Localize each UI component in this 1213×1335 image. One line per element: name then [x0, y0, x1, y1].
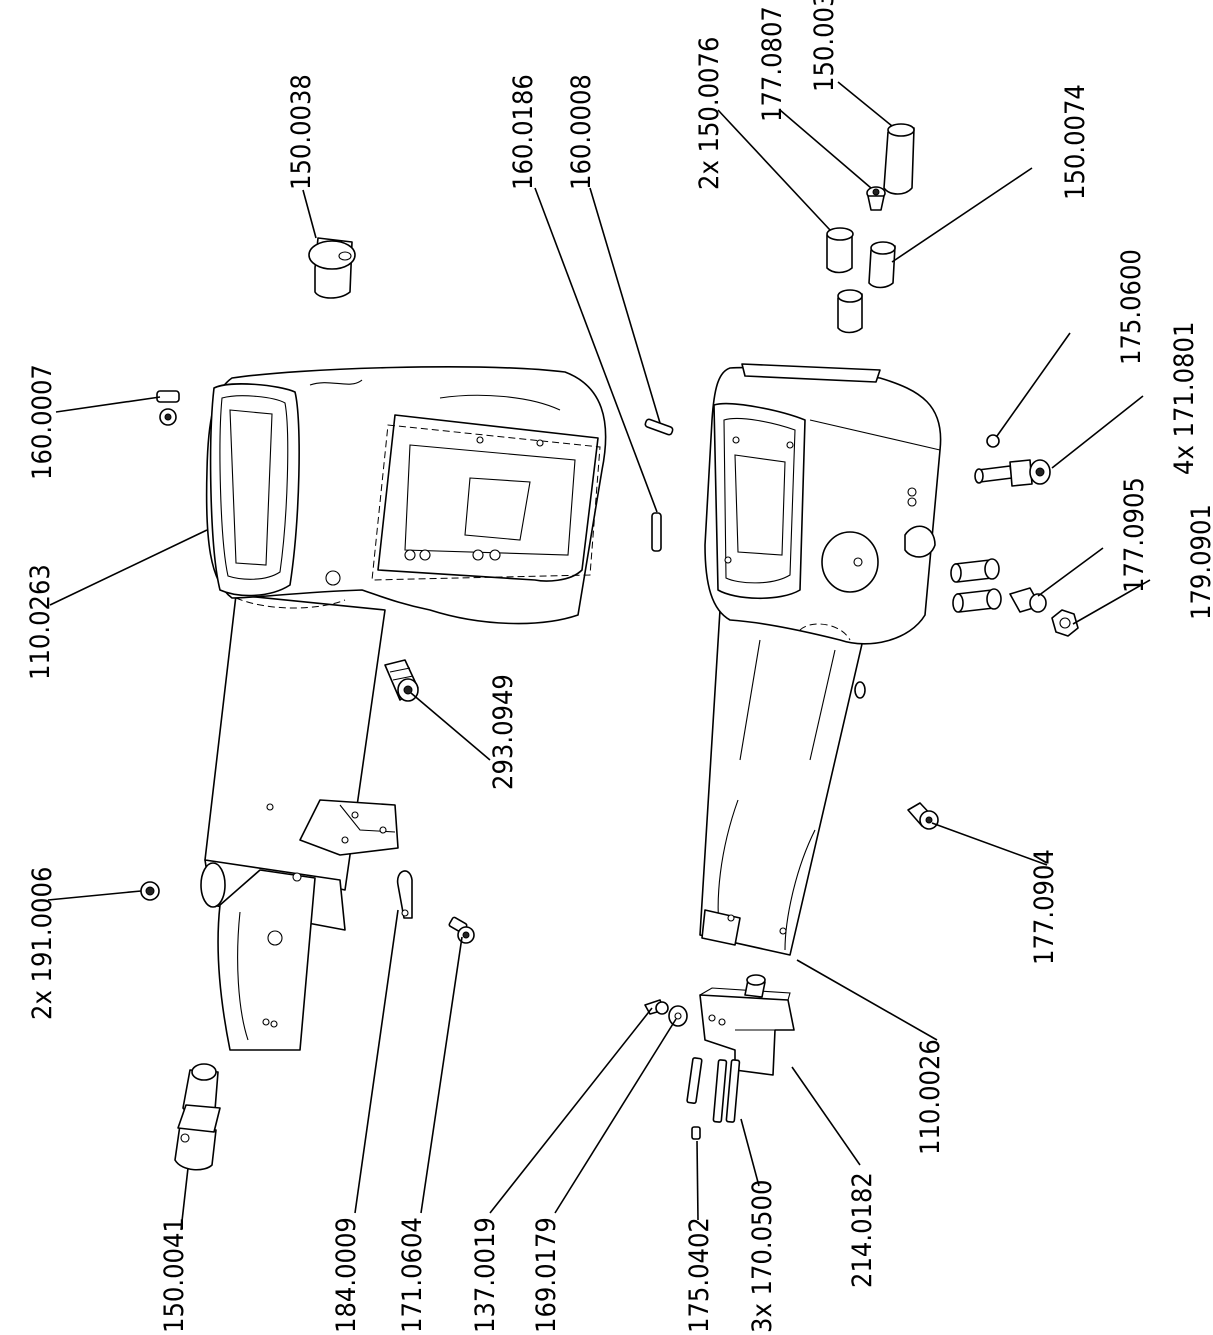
- label-191-0006: 2x 191.0006: [27, 867, 58, 1020]
- part-169-0179: [668, 1005, 688, 1027]
- label-184-0009: 184.0009: [331, 1217, 362, 1333]
- part-170-0500: [686, 1057, 741, 1123]
- label-150-0039: 150.0039: [809, 0, 840, 92]
- label-110-0026: 110.0026: [915, 1039, 946, 1155]
- label-171-0604: 171.0604: [397, 1217, 428, 1333]
- part-293-0949: [384, 659, 419, 702]
- part-150-0076: [826, 227, 863, 334]
- label-175-0402: 175.0402: [684, 1217, 715, 1333]
- label-177-0905: 177.0905: [1119, 477, 1150, 593]
- label-150-0074: 150.0074: [1060, 84, 1091, 200]
- part-175-0402: [691, 1126, 701, 1140]
- part-177-0904: [907, 802, 939, 830]
- part-160-0008: [644, 418, 674, 436]
- part-150-0038: [308, 237, 356, 299]
- label-150-0038: 150.0038: [286, 74, 317, 190]
- label-160-0007: 160.0007: [27, 364, 58, 480]
- label-150-0041: 150.0041: [159, 1217, 190, 1333]
- label-179-0901: 179.0901: [1186, 504, 1213, 620]
- label-110-0263: 110.0263: [25, 564, 56, 680]
- label-169-0179: 169.0179: [531, 1217, 562, 1333]
- part-184-0009: [396, 870, 413, 919]
- part-191-0006: [140, 881, 160, 901]
- label-177-0904: 177.0904: [1029, 849, 1060, 965]
- label-170-0500: 3x 170.0500: [747, 1180, 778, 1333]
- part-160-0007: [156, 390, 180, 426]
- label-175-0600: 175.0600: [1116, 249, 1147, 365]
- label-150-0076: 2x 150.0076: [694, 37, 725, 190]
- part-214-0182: [699, 974, 795, 1076]
- part-171-0801: [974, 459, 1051, 487]
- right-housing-110-0026: [699, 363, 942, 956]
- part-177-0807: [866, 186, 886, 211]
- label-293-0949: 293.0949: [488, 674, 519, 790]
- part-160-0186: [651, 512, 662, 552]
- label-160-0186: 160.0186: [508, 74, 539, 190]
- label-160-0008: 160.0008: [566, 74, 597, 190]
- part-175-0600: [986, 434, 1000, 448]
- part-177-0905: [950, 558, 1047, 613]
- label-214-0182: 214.0182: [847, 1172, 878, 1288]
- label-171-0801: 4x 171.0801: [1169, 322, 1200, 475]
- leader-lines: [47, 81, 1151, 1231]
- part-150-0039: [883, 123, 915, 195]
- label-137-0019: 137.0019: [470, 1217, 501, 1333]
- part-150-0074: [868, 241, 896, 289]
- part-179-0901: [1051, 609, 1079, 637]
- part-labels: 150.0038 160.0007 110.0263 2x 191.0006 1…: [25, 0, 1213, 1333]
- label-177-0807: 177.0807: [757, 6, 788, 122]
- part-150-0041: [174, 1063, 221, 1171]
- left-housing-110-0263: [200, 366, 607, 1051]
